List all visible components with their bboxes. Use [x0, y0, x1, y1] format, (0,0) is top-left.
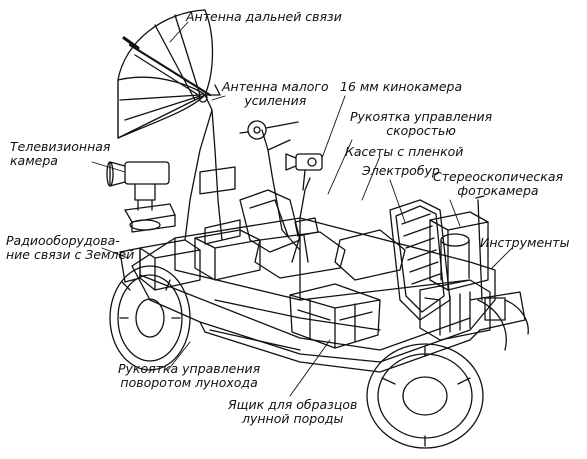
front-left-wheel [109, 265, 191, 371]
sample-box [289, 283, 381, 349]
label-steering-handle: Рукоятка управления поворотом лунохода [118, 361, 261, 390]
label-instruments: Инструменты [480, 235, 570, 250]
tv-camera [106, 161, 176, 233]
rear-equipment [419, 195, 526, 341]
high-gain-antenna [117, 9, 223, 241]
seats [239, 189, 451, 321]
low-gain-antenna [239, 120, 301, 251]
rear-right-wheel [477, 299, 529, 351]
front-equipment-boxes [119, 166, 261, 291]
label-sample-box: Ящик для образцов лунной породы [228, 397, 358, 426]
label-long-range-antenna: Антенна дальней связи [186, 9, 342, 24]
rear-wheel [366, 343, 484, 449]
leader-lines [91, 21, 513, 397]
label-low-gain-antenna: Антенна малого усиления [222, 79, 329, 108]
label-radio-equipment: Радиооборудова- ние связи с Землей [6, 233, 135, 262]
label-tv-camera: Телевизионная камера [10, 139, 111, 168]
label-film-cassettes: Касеты с пленкой [345, 144, 464, 159]
label-stereo-camera: Стереоскопическая фотокамера [433, 169, 564, 198]
movie-camera [285, 153, 323, 191]
control-handle [291, 177, 319, 263]
label-speed-handle: Рукоятка управления скоростью [350, 109, 493, 138]
label-movie-camera: 16 мм кинокамера [340, 79, 463, 94]
label-electric-drill: Электробур [362, 163, 440, 178]
